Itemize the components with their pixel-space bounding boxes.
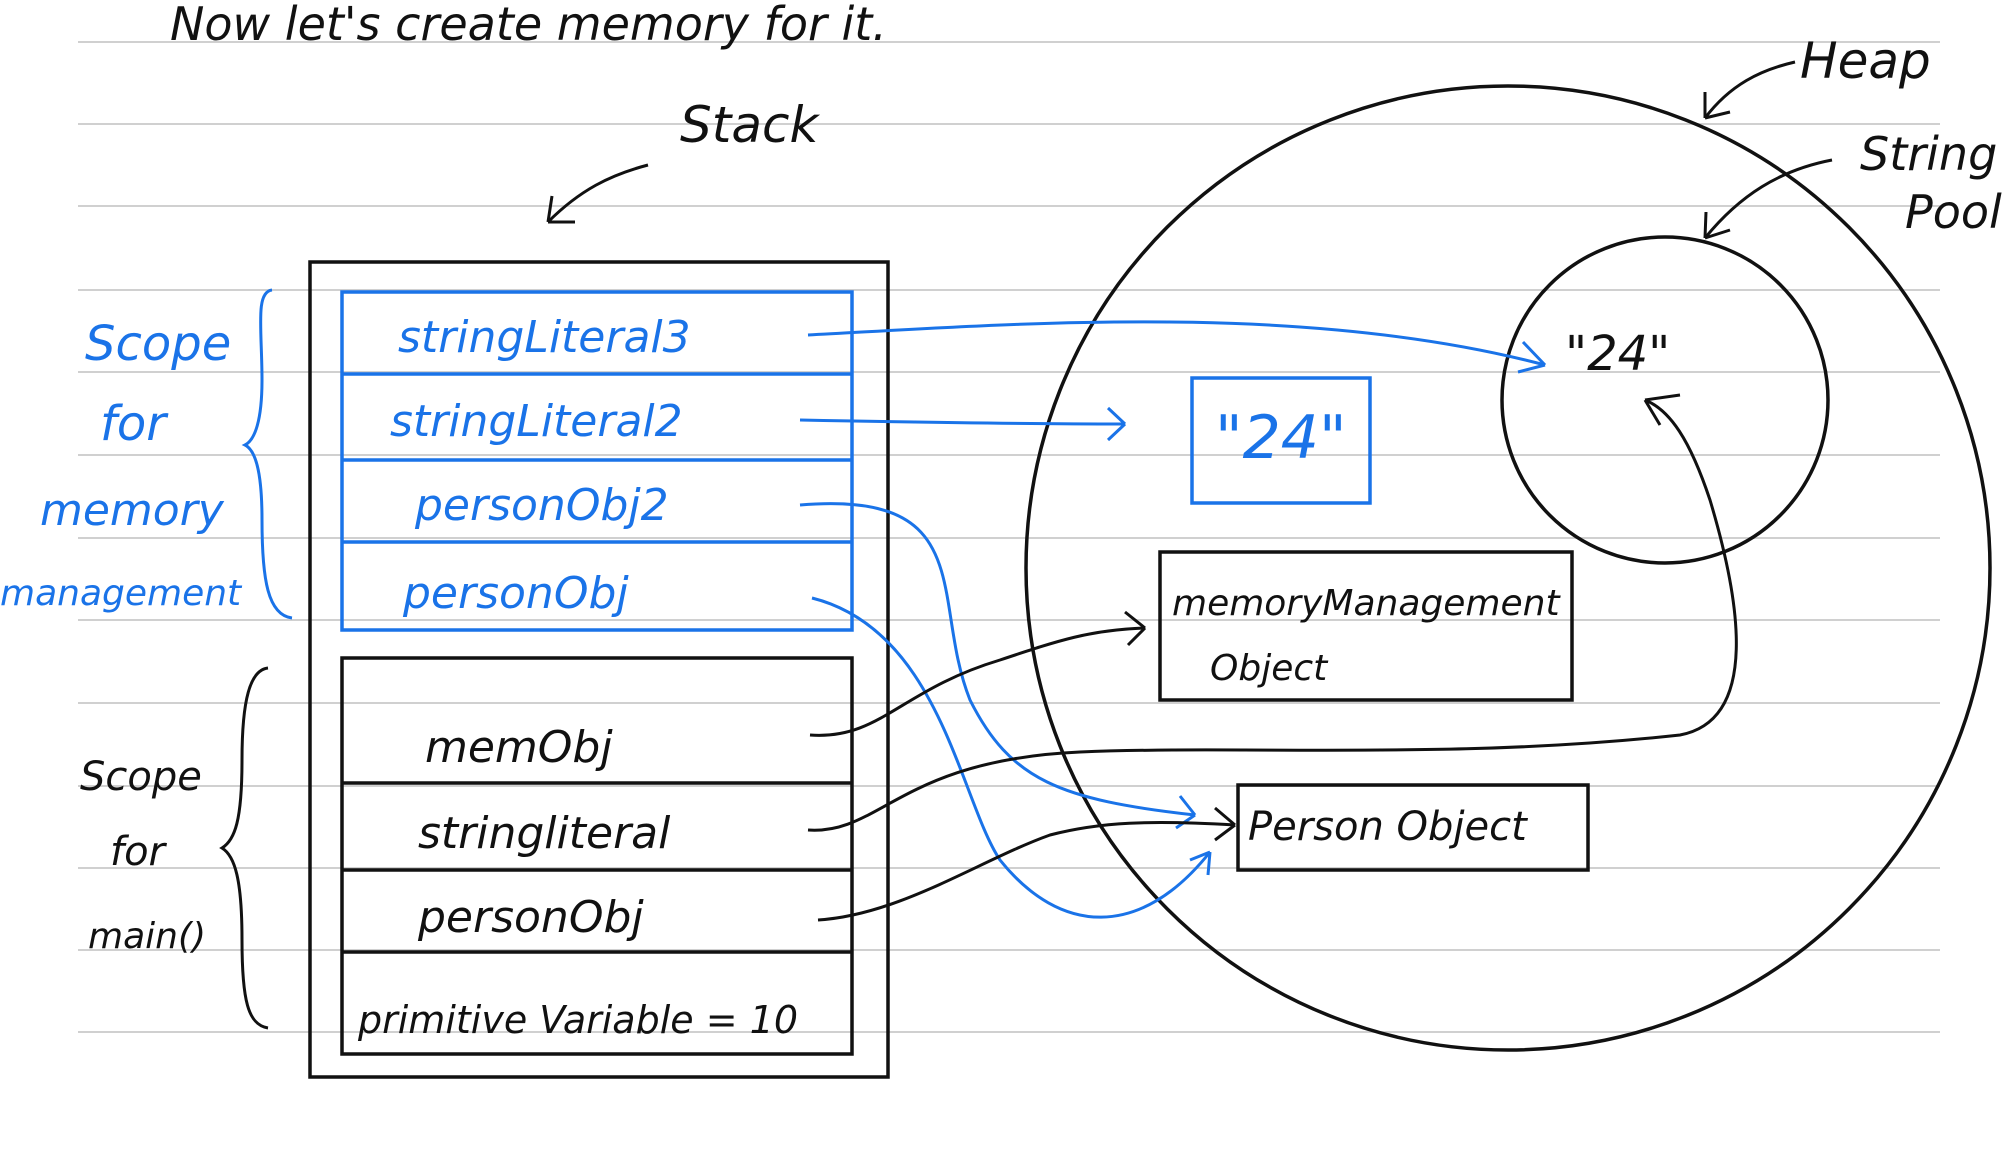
stack-var-personobj-main: personObj <box>417 892 644 943</box>
stack-var-personobj2: personObj2 <box>414 480 669 531</box>
arrow-stringliteral3-to-pool <box>807 320 1546 367</box>
stack-frame-main <box>340 656 854 1056</box>
person-object: Person Object <box>1248 804 1528 850</box>
arrow-personobj-main-to-person <box>817 821 1236 922</box>
memory-mgmt-object-line1: memoryManagement <box>1172 583 1561 624</box>
stack-var-stringliteral: stringliteral <box>418 808 671 859</box>
scope-label-main-2: main() <box>88 916 206 957</box>
scope-brace-main <box>219 666 269 1030</box>
memory-mgmt-object-box <box>1158 550 1574 702</box>
arrow-stringliteral2-to-string <box>799 418 1126 426</box>
arrow-personobj2-to-person <box>799 502 1196 817</box>
heap-region <box>1024 84 1992 1052</box>
stack-var-primitive: primitive Variable = 10 <box>357 998 798 1042</box>
scope-label-main-1: for <box>110 829 168 875</box>
string-pool-label-line2: Pool <box>1905 185 2002 239</box>
string-pool-label-arrow <box>1703 158 1833 240</box>
heap-label: Heap <box>1800 32 1931 90</box>
pool-string-object: "24" <box>1565 326 1670 382</box>
heap-string-object-box <box>1190 376 1372 505</box>
scope-brace-memory-mgmt <box>241 288 293 620</box>
heap-label-arrow <box>1703 60 1796 120</box>
page-heading: Now let's create memory for it. <box>170 0 887 51</box>
stack-var-stringliteral3: stringLiteral3 <box>398 312 691 363</box>
notebook-lines <box>78 41 1940 1033</box>
stack-region <box>308 260 890 1079</box>
blue-reference-arrows <box>799 320 1547 919</box>
arrow-memobj-to-mm-object <box>809 626 1146 737</box>
person-object-box <box>1236 783 1590 872</box>
scope-label-mm-1: for <box>100 396 169 452</box>
stack-var-stringliteral2: stringLiteral2 <box>390 396 683 447</box>
arrow-personobj-mm-to-person <box>811 596 1212 919</box>
stack-var-personobj-mm: personObj <box>402 568 629 619</box>
stack-frame-memory-mgmt <box>340 290 854 632</box>
scope-label-main-0: Scope <box>80 754 202 800</box>
scope-label-mm-0: Scope <box>85 316 231 372</box>
memory-mgmt-object-line2: Object <box>1210 648 1329 689</box>
stack-label-arrow <box>546 163 649 224</box>
stack-var-memobj: memObj <box>425 722 613 773</box>
black-reference-arrows <box>807 393 1738 922</box>
heap-string-object: "24" <box>1215 403 1347 473</box>
string-pool-label-line1: String <box>1860 127 1997 181</box>
string-pool-region <box>1500 235 1830 565</box>
scope-label-mm-2: memory <box>40 485 225 536</box>
scope-label-mm-3: management <box>0 573 243 614</box>
arrow-stringliteral-to-pool <box>807 398 1738 832</box>
stack-label: Stack <box>680 96 820 154</box>
